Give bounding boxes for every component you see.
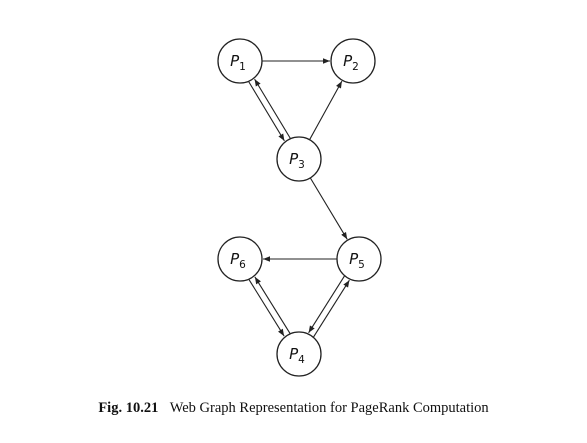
node-subscript: 1 bbox=[239, 61, 246, 73]
caption-number: Fig. 10.21 bbox=[98, 400, 159, 416]
edge-p5-to-p4 bbox=[308, 275, 345, 334]
node-label: P3 bbox=[289, 150, 305, 171]
node-subscript: 2 bbox=[352, 61, 359, 73]
node-p2: P2 bbox=[330, 38, 376, 84]
node-circle bbox=[217, 236, 263, 282]
node-circle bbox=[276, 331, 322, 377]
node-label: P6 bbox=[230, 250, 246, 271]
node-label: P4 bbox=[289, 345, 305, 366]
node-label: P2 bbox=[343, 52, 359, 73]
edge-p1-to-p3 bbox=[248, 81, 285, 142]
node-circle bbox=[217, 38, 263, 84]
node-circle bbox=[276, 136, 322, 182]
edge-p4-to-p6 bbox=[254, 276, 291, 334]
node-letter: P bbox=[230, 52, 240, 70]
edges-layer bbox=[248, 58, 350, 338]
node-letter: P bbox=[289, 345, 299, 363]
node-label: P5 bbox=[349, 250, 365, 271]
edge-p6-to-p4 bbox=[248, 279, 285, 337]
node-p6: P6 bbox=[217, 236, 263, 282]
node-p3: P3 bbox=[276, 136, 322, 182]
node-letter: P bbox=[230, 250, 240, 268]
node-letter: P bbox=[289, 150, 299, 168]
node-subscript: 4 bbox=[298, 354, 305, 366]
node-p1: P1 bbox=[217, 38, 263, 84]
figure-caption: Fig. 10.21 Web Graph Representation for … bbox=[0, 400, 587, 417]
edge-p3-to-p5 bbox=[309, 177, 348, 240]
node-label: P1 bbox=[230, 52, 246, 73]
node-subscript: 3 bbox=[298, 159, 305, 171]
node-letter: P bbox=[349, 250, 359, 268]
edge-p3-to-p2 bbox=[309, 80, 343, 140]
node-circle bbox=[336, 236, 382, 282]
node-letter: P bbox=[343, 52, 353, 70]
node-circle bbox=[330, 38, 376, 84]
node-subscript: 6 bbox=[239, 259, 246, 271]
node-p5: P5 bbox=[336, 236, 382, 282]
node-subscript: 5 bbox=[358, 259, 365, 271]
node-p4: P4 bbox=[276, 331, 322, 377]
caption-text: Web Graph Representation for PageRank Co… bbox=[169, 400, 489, 416]
edge-p4-to-p5 bbox=[313, 279, 350, 338]
edge-p3-to-p1 bbox=[254, 78, 291, 139]
